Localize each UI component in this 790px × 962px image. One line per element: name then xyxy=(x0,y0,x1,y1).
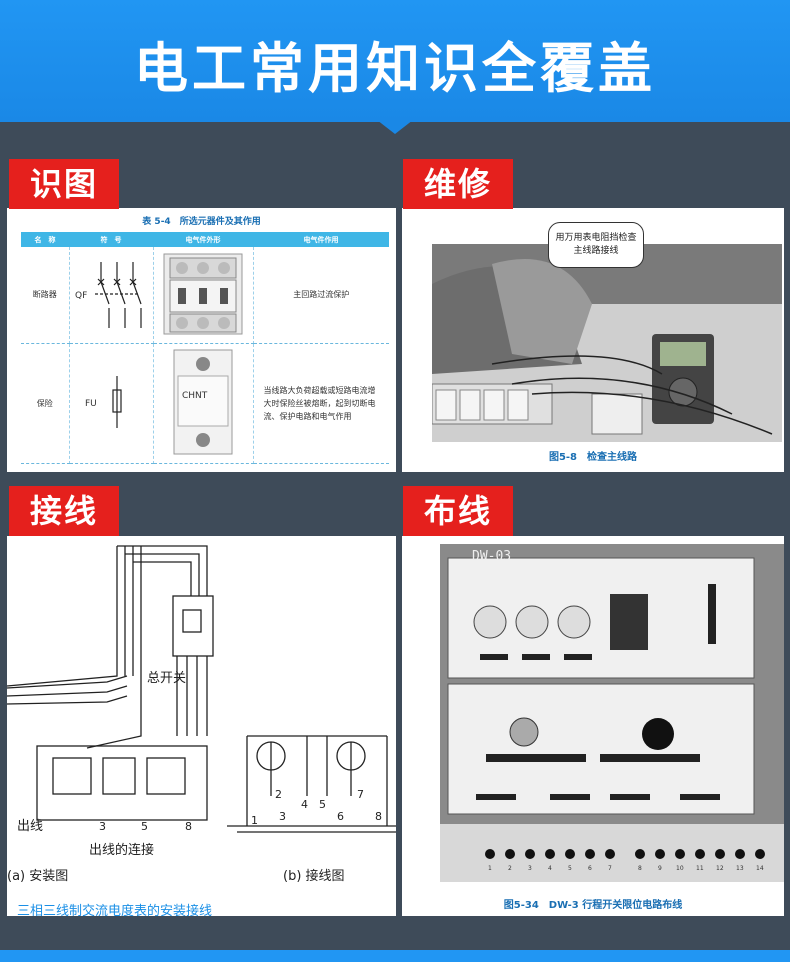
board-number: 5 xyxy=(568,865,572,872)
board-number: 14 xyxy=(756,865,764,872)
terminal-number: 5 xyxy=(141,820,148,833)
label-install: (a) 安装图 xyxy=(7,869,68,884)
header-name: 名 称 xyxy=(21,232,69,247)
repair-photo xyxy=(432,244,782,442)
board-number: 4 xyxy=(548,865,552,872)
panel-wiring: 总开关 出线 出线的连接 (a) 安装图 (b) 接线图 3 5 8 1 2 3… xyxy=(7,536,396,916)
table-row: 断路器 QF xyxy=(21,247,389,344)
cell-name: 保险 xyxy=(21,343,70,464)
board-photo: DW-03 1 2 3 4 5 6 7 8 xyxy=(440,544,784,882)
header-shape: 电气件外形 xyxy=(153,232,253,247)
terminal-number: 3 xyxy=(99,820,106,833)
panel-repair: 用万用表电阻挡检查主线路接线 图5-8 检查主线路 xyxy=(402,208,784,472)
cell-symbol: QF xyxy=(69,247,154,344)
symbol-label: FU xyxy=(85,399,97,409)
cell-function: 当线路大负荷超载或短路电流增大时保险丝被熔断，起到切断电流、保护电路和电气作用 xyxy=(253,343,389,464)
terminal-number: 5 xyxy=(319,798,326,811)
fuse-photo: CHNT xyxy=(173,349,233,455)
repair-caption: 图5-8 检查主线路 xyxy=(548,452,638,463)
header-symbol: 符 号 xyxy=(69,232,153,247)
cell-shape: CHNT xyxy=(153,343,254,464)
cell-function: 主回路过流保护 xyxy=(253,247,389,344)
header-banner: 电工常用知识全覆盖 xyxy=(0,0,790,122)
board-label: DW-03 xyxy=(472,549,511,564)
device-brand: CHNT xyxy=(182,391,208,401)
breaker-photo xyxy=(163,253,243,335)
board-number: 9 xyxy=(658,865,662,872)
tag-identify: 识图 xyxy=(9,159,119,209)
component-table: 名 称 符 号 电气件外形 电气件作用 断路器 QF xyxy=(21,232,389,464)
terminal-number: 6 xyxy=(337,810,344,823)
cell-shape xyxy=(153,247,254,344)
fuse-symbol-icon: FU xyxy=(85,376,122,428)
board-number: 1 xyxy=(488,865,492,872)
board-number: 11 xyxy=(696,865,704,872)
label-outlet: 出线 xyxy=(17,819,43,834)
board-number: 2 xyxy=(508,865,512,872)
banner-notch xyxy=(377,120,413,134)
board-number: 8 xyxy=(638,865,642,872)
terminal-number: 4 xyxy=(301,798,308,811)
board-number: 3 xyxy=(528,865,532,872)
board-number: 6 xyxy=(588,865,592,872)
tag-repair: 维修 xyxy=(403,159,513,209)
label-connection: (b) 接线图 xyxy=(283,868,345,884)
label-main-switch: 总开关 xyxy=(147,671,186,686)
header-function: 电气件作用 xyxy=(253,232,389,247)
terminal-number: 3 xyxy=(279,810,286,823)
board-number: 10 xyxy=(676,865,684,872)
board-number: 13 xyxy=(736,865,744,872)
table-header-row: 名 称 符 号 电气件外形 电气件作用 xyxy=(21,232,389,247)
terminal-number: 1 xyxy=(251,814,258,827)
board-number: 7 xyxy=(608,865,612,872)
symbol-label: QF xyxy=(75,291,87,301)
wiring-diagram: 总开关 出线 出线的连接 (a) 安装图 (b) 接线图 3 5 8 1 2 3… xyxy=(7,545,396,884)
speech-bubble: 用万用表电阻挡检查主线路接线 xyxy=(548,222,644,268)
breaker-symbol-icon: QF xyxy=(75,261,142,328)
terminal-number: 8 xyxy=(375,810,382,823)
page-title: 电工常用知识全覆盖 xyxy=(134,37,656,100)
bottom-bar xyxy=(0,950,790,962)
tag-layout: 布线 xyxy=(403,486,513,536)
layout-caption: 图5-34 DW-3 行程开关限位电路布线 xyxy=(503,900,683,911)
panel-layout: DW-03 1 2 3 4 5 6 7 8 xyxy=(402,536,784,916)
terminal-number: 2 xyxy=(275,788,282,801)
board-number: 12 xyxy=(716,865,724,872)
table-row: 保险 FU CHNT 当线路大负荷超 xyxy=(21,343,389,464)
panel-identify: 表 5-4 所选元器件及其作用 名 称 符 号 电气件外形 电气件作用 断路器 … xyxy=(7,208,396,472)
cell-symbol: FU xyxy=(69,343,154,464)
wiring-caption: 三相三线制交流电度表的安装接线 xyxy=(17,904,213,916)
terminal-number: 7 xyxy=(357,788,364,801)
label-outlet-connect: 出线的连接 xyxy=(89,842,154,858)
cell-name: 断路器 xyxy=(21,247,70,344)
tag-wiring: 接线 xyxy=(9,486,119,536)
table-title: 表 5-4 所选元器件及其作用 xyxy=(142,217,261,227)
terminal-number: 8 xyxy=(185,820,192,833)
